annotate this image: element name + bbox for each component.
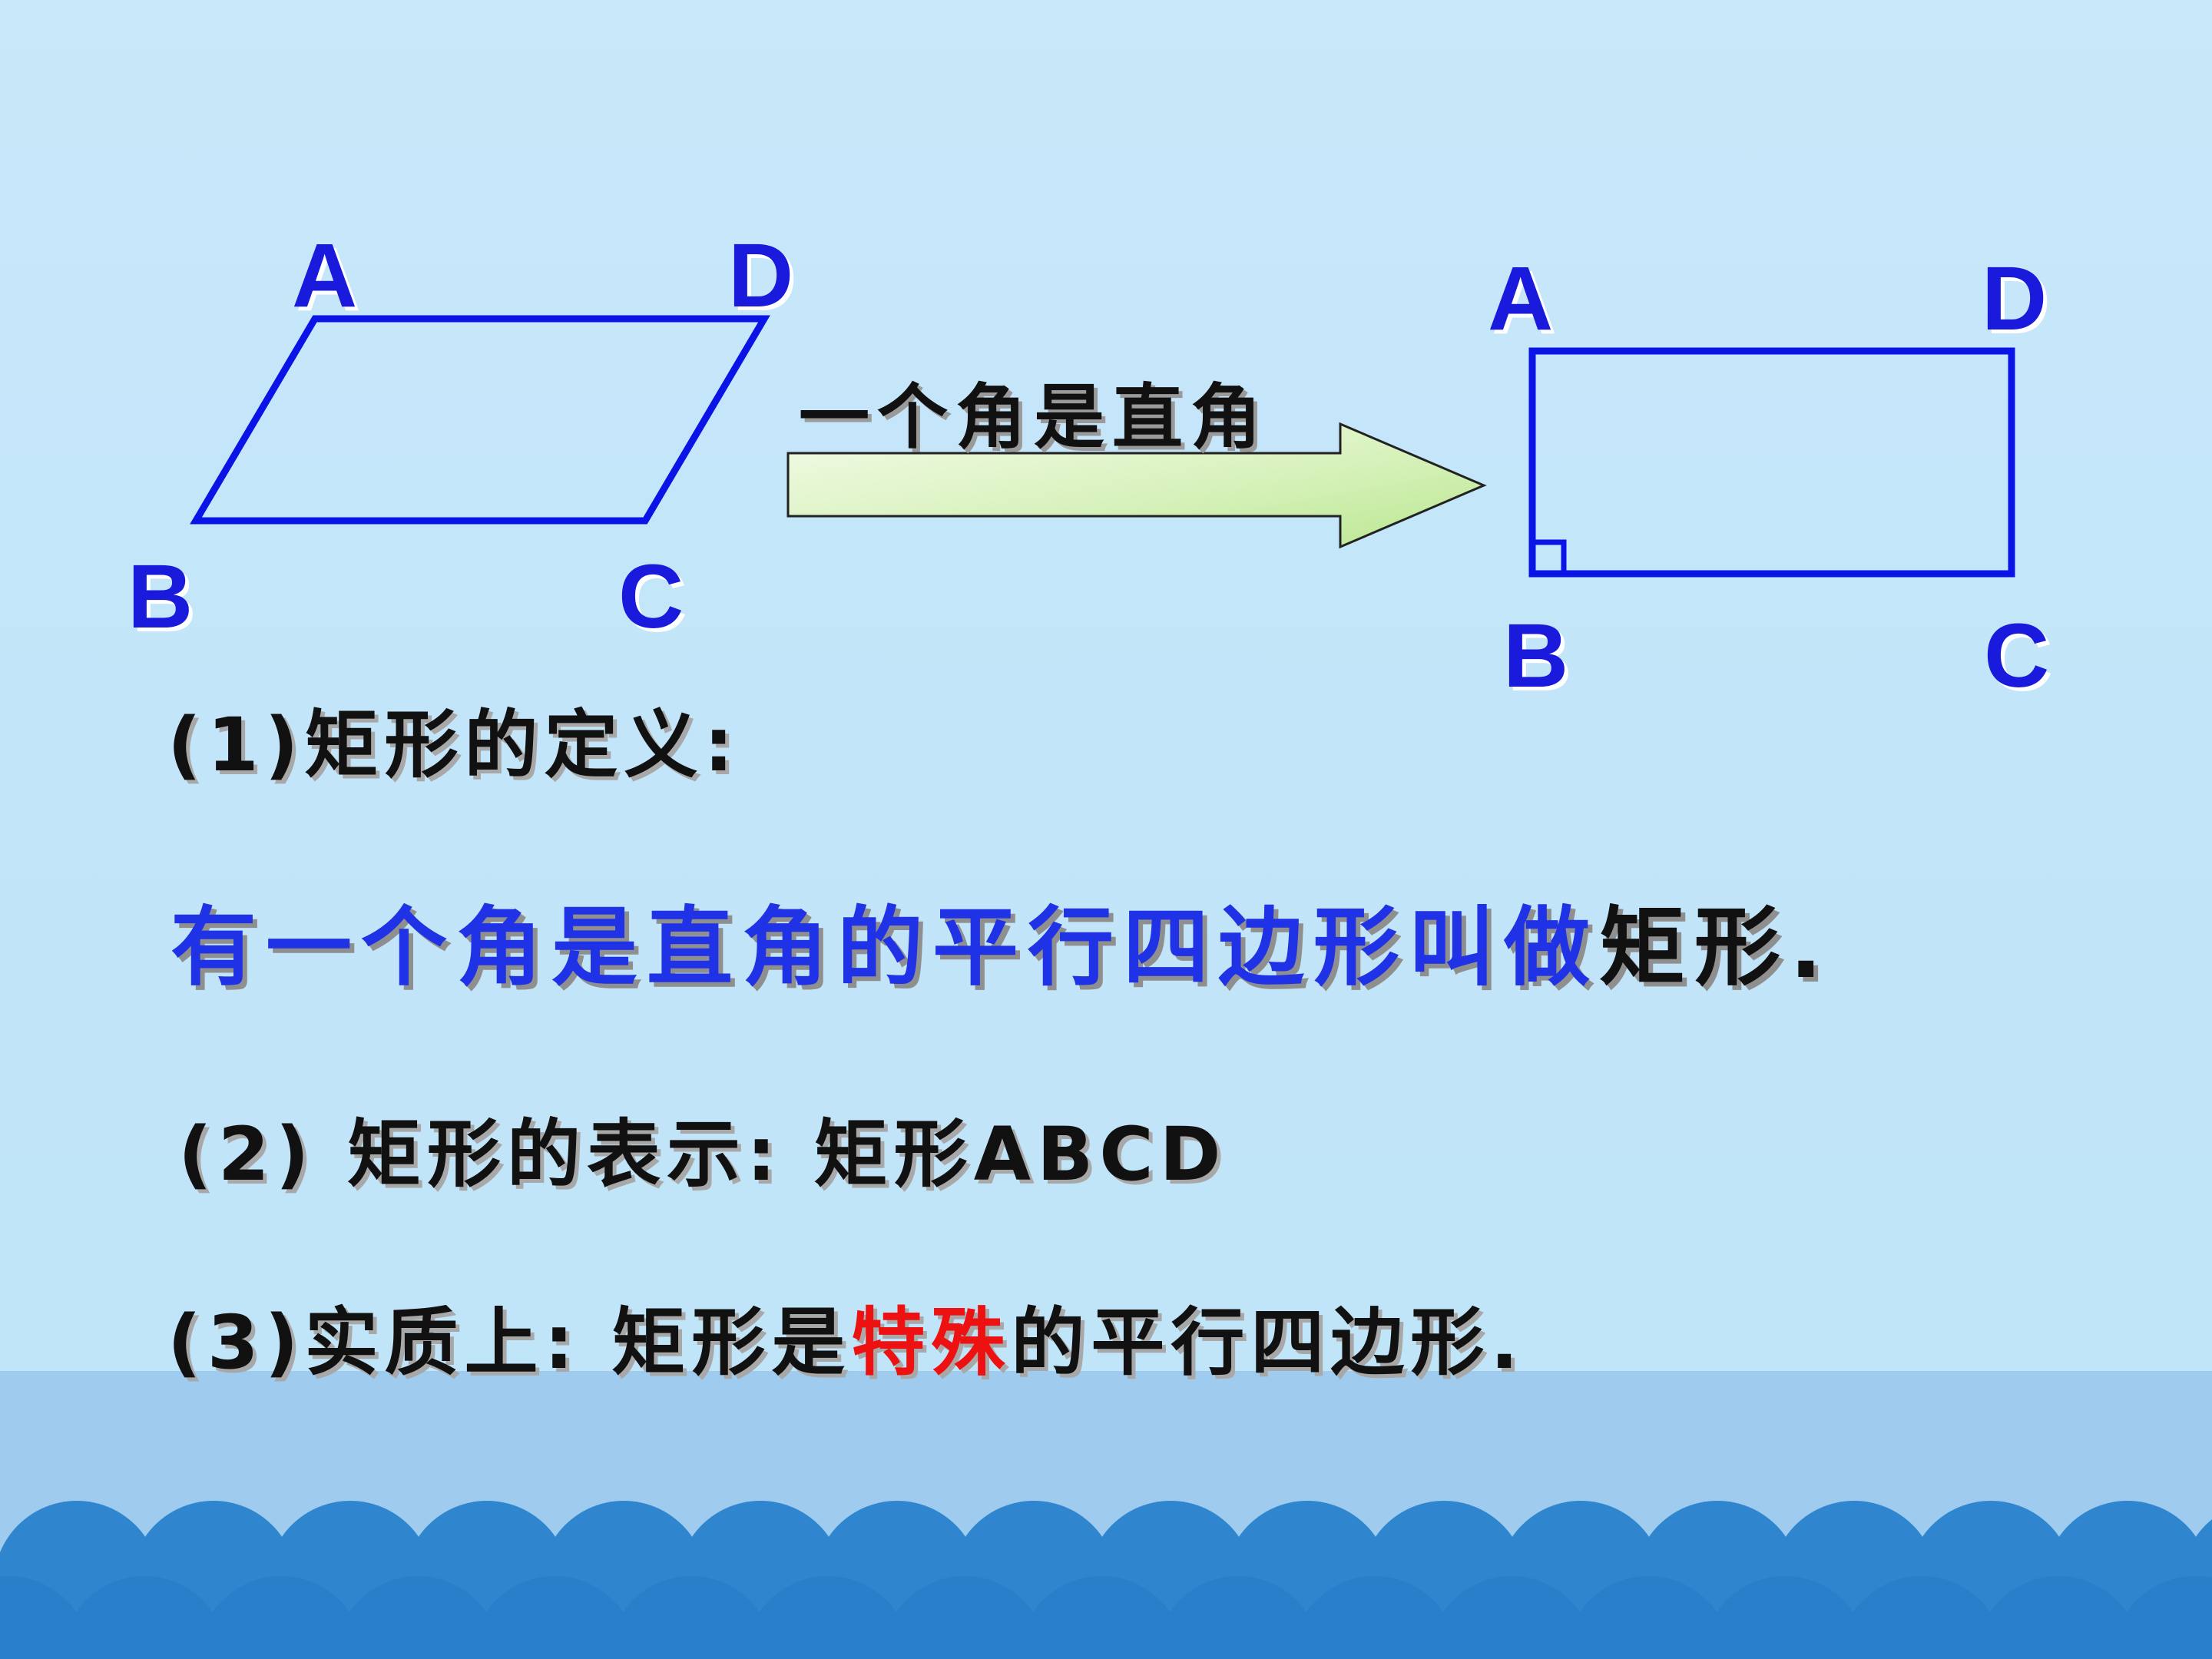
- wave-scallop-front: [1155, 1576, 1321, 1659]
- definition-sentence-blue: 有一个角是直角的平行四边形叫做: [171, 898, 1599, 998]
- rectangle-label-b: B: [1503, 605, 1569, 707]
- parallelogram-label-c: C: [618, 546, 684, 647]
- parallelogram-label-a: A: [292, 225, 358, 326]
- right-angle-mark: [1529, 539, 1567, 577]
- essence-suffix: 的平行四边形.: [1011, 1300, 1525, 1386]
- parallelogram-shape: [190, 315, 770, 525]
- transform-arrow: [786, 422, 1487, 549]
- wave-scallop-front: [335, 1576, 501, 1659]
- wave-scallop-front: [472, 1576, 637, 1659]
- definition-sentence-term: 矩形.: [1599, 898, 1832, 998]
- wave-scallop-front: [745, 1576, 911, 1659]
- essence-highlight: 特殊: [851, 1300, 1012, 1386]
- definition-heading: (1)矩形的定义:: [167, 702, 740, 788]
- definition-sentence: 有一个角是直角的平行四边形叫做矩形.: [171, 905, 1832, 991]
- notation-line: (2) 矩形的表示: 矩形ABCD: [178, 1111, 1227, 1197]
- essence-prefix: (3)实质上: 矩形是: [167, 1300, 852, 1386]
- wave-scallop-front: [1702, 1576, 1868, 1659]
- rectangle-label-a: A: [1488, 248, 1554, 349]
- parallelogram-label-d: D: [728, 225, 794, 326]
- wave-scallop-front: [2112, 1576, 2212, 1659]
- rectangle-label-d: D: [1982, 248, 2048, 349]
- wave-scallop-front: [1018, 1576, 1184, 1659]
- wave-row-front: [0, 1576, 2212, 1659]
- wave-scallop-front: [608, 1576, 774, 1659]
- rectangle-shape: [1528, 347, 2015, 578]
- wave-scallop-front: [1429, 1576, 1594, 1659]
- wave-scallop-front: [1565, 1576, 1731, 1659]
- wave-scallop-front: [1975, 1576, 2141, 1659]
- wave-scallop-front: [882, 1576, 1048, 1659]
- parallelogram-label-b: B: [127, 546, 194, 647]
- wave-scallop-front: [198, 1576, 364, 1659]
- arrow-label: 一个角是直角: [799, 376, 1270, 459]
- wave-scallop-front: [1292, 1576, 1458, 1659]
- wave-scallop-front: [61, 1576, 227, 1659]
- rectangle-label-c: C: [1984, 605, 2050, 707]
- wave-scallop-front: [1839, 1576, 2005, 1659]
- essence-line: (3)实质上: 矩形是特殊的平行四边形.: [167, 1306, 1525, 1379]
